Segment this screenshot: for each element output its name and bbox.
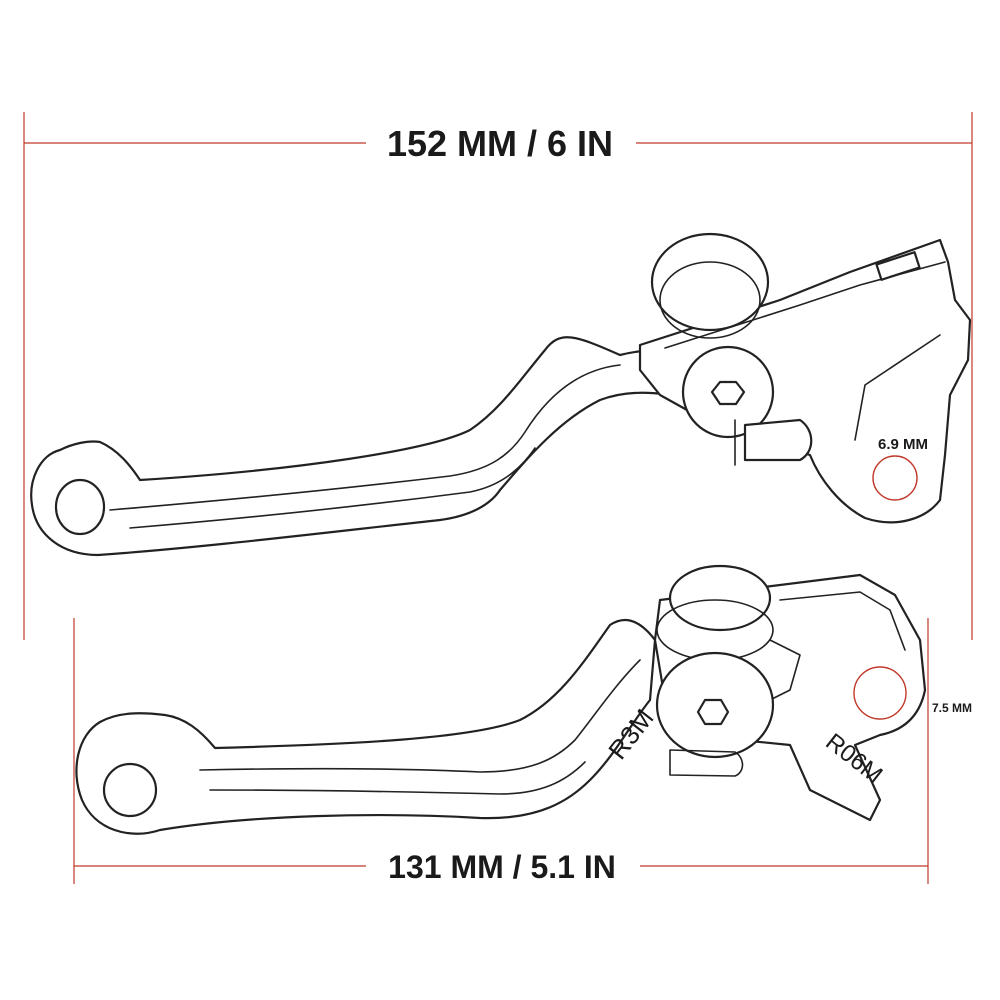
top-lever — [30, 232, 972, 557]
bottom-hole-marker — [853, 666, 907, 720]
top-length-label: 152 MM / 6 IN — [387, 123, 613, 164]
top-cable-fitting — [743, 418, 813, 462]
top-lever-blade — [30, 336, 742, 557]
top-hole-marker — [872, 455, 918, 501]
top-lever-end-hole — [54, 478, 106, 536]
bottom-cable-fitting — [669, 749, 744, 777]
bottom-lever-end-hole — [102, 762, 158, 818]
bottom-lever-blade — [75, 618, 657, 835]
top-lever-rib — [109, 364, 621, 511]
bottom-lever — [75, 564, 927, 835]
top-perch-clamp — [854, 334, 941, 441]
bottom-length-label: 131 MM / 5.1 IN — [388, 849, 616, 885]
bottom-hole-label: 7.5 MM — [932, 701, 972, 715]
top-adjuster-knob-ring — [659, 261, 761, 339]
top-perch-body — [638, 238, 972, 524]
top-lever-rib-lower — [129, 447, 536, 529]
top-hole-label: 6.9 MM — [878, 436, 928, 453]
top-pivot-bolt-hex — [710, 380, 746, 406]
top-perch-tab — [875, 251, 921, 281]
bottom-lever-rib — [199, 659, 641, 773]
dimension-lines — [23, 112, 973, 884]
bottom-perch-edge — [779, 591, 906, 651]
bottom-perch-slot — [769, 639, 801, 701]
bottom-adjuster-knob — [668, 564, 772, 632]
top-adjuster-knob — [650, 232, 770, 332]
bottom-pivot-bolt-hex — [696, 698, 730, 726]
bottom-lever-rib-lower — [209, 761, 586, 795]
